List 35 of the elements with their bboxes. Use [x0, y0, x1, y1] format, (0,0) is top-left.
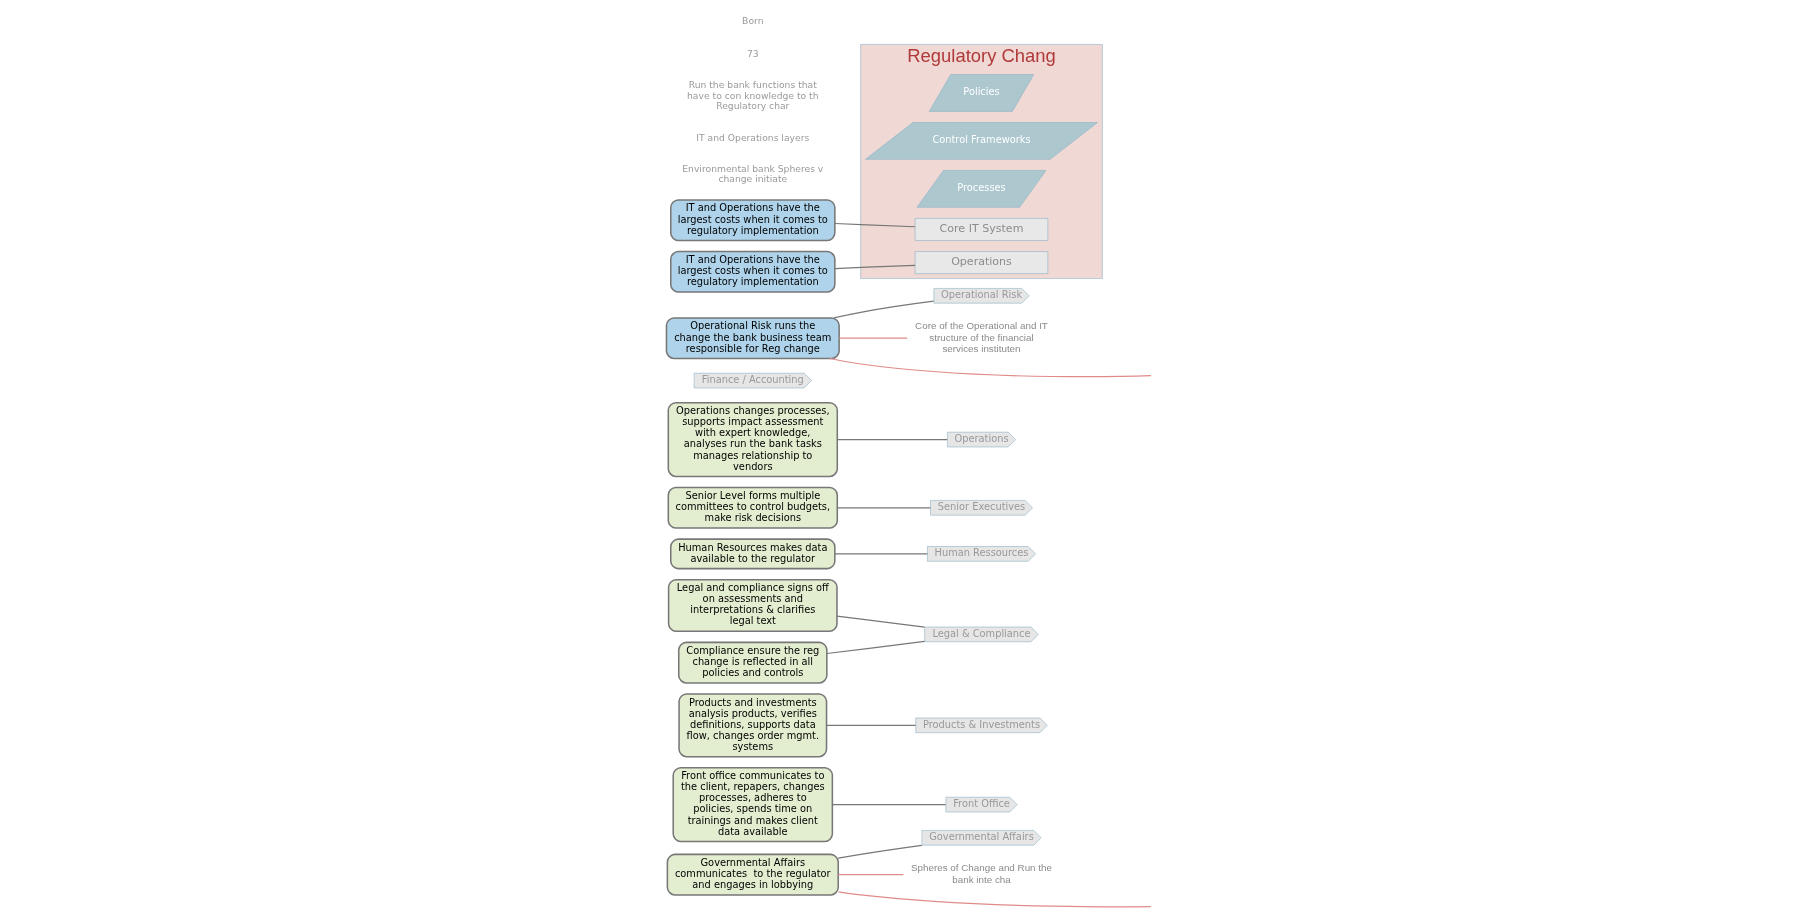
- connector: [826, 640, 926, 655]
- connector: [834, 264, 916, 270]
- label: Born: [742, 14, 764, 26]
- node-text: Core of the Operational and IT structure of the financial services instituten: [915, 320, 1048, 354]
- node-box: Compliance ensure the reg change is reflected in all policies and controls: [678, 641, 828, 684]
- connector: [838, 337, 908, 339]
- label: Environmental bank Spheres v change initiate: [682, 162, 824, 185]
- connector: [837, 891, 1152, 908]
- connector: [837, 844, 923, 859]
- connector: [834, 222, 916, 228]
- label: 73: [746, 48, 759, 60]
- connector: [837, 874, 904, 876]
- node-box: Governmental Affairs communicates to the regulator and engages in lobbying: [666, 853, 839, 896]
- connector: [826, 724, 917, 726]
- node-box: IT and Operations have the largest costs when it comes to regulatory implementation: [670, 199, 836, 242]
- connector: [829, 357, 1152, 378]
- label: IT and Operations layers: [696, 131, 810, 143]
- connector: [834, 553, 928, 555]
- node-text: Spheres of Change and Run the bank inte cha: [911, 862, 1052, 885]
- connector: [831, 804, 947, 806]
- node-box: Front office communicates to the client, repapers, changes processes, adheres to policies, spends time on trainings and makes client data available: [672, 766, 834, 843]
- node-box: Operations changes processes, supports impact assessment with expert knowledge, analyses run the bank tasks manages relationship to vendors: [667, 401, 839, 478]
- connector: [836, 615, 926, 628]
- label: Run the bank functions that have to con knowledge to th Regulatory char: [687, 79, 819, 112]
- node-box: Operational Risk runs the change the bank business team responsible for Reg change: [665, 317, 840, 360]
- connector: [836, 507, 932, 509]
- node-box: Core IT System: [914, 218, 1049, 241]
- node-box: Legal and compliance signs off on assessments and interpretations & clarifies legal text: [667, 578, 838, 633]
- node-box: IT and Operations have the largest costs when it comes to regulatory implementation: [670, 250, 836, 293]
- connector: [836, 438, 948, 441]
- node-box: Products and investments analysis products, verifies definitions, supports data flow, changes order mgmt. systems: [678, 693, 828, 758]
- connector: [833, 300, 935, 319]
- node-box: Human Resources makes data available to the regulator: [670, 538, 836, 570]
- node-box: Senior Level forms multiple committees to control budgets, make risk decisions: [667, 486, 839, 529]
- node-box: Operations: [914, 251, 1049, 274]
